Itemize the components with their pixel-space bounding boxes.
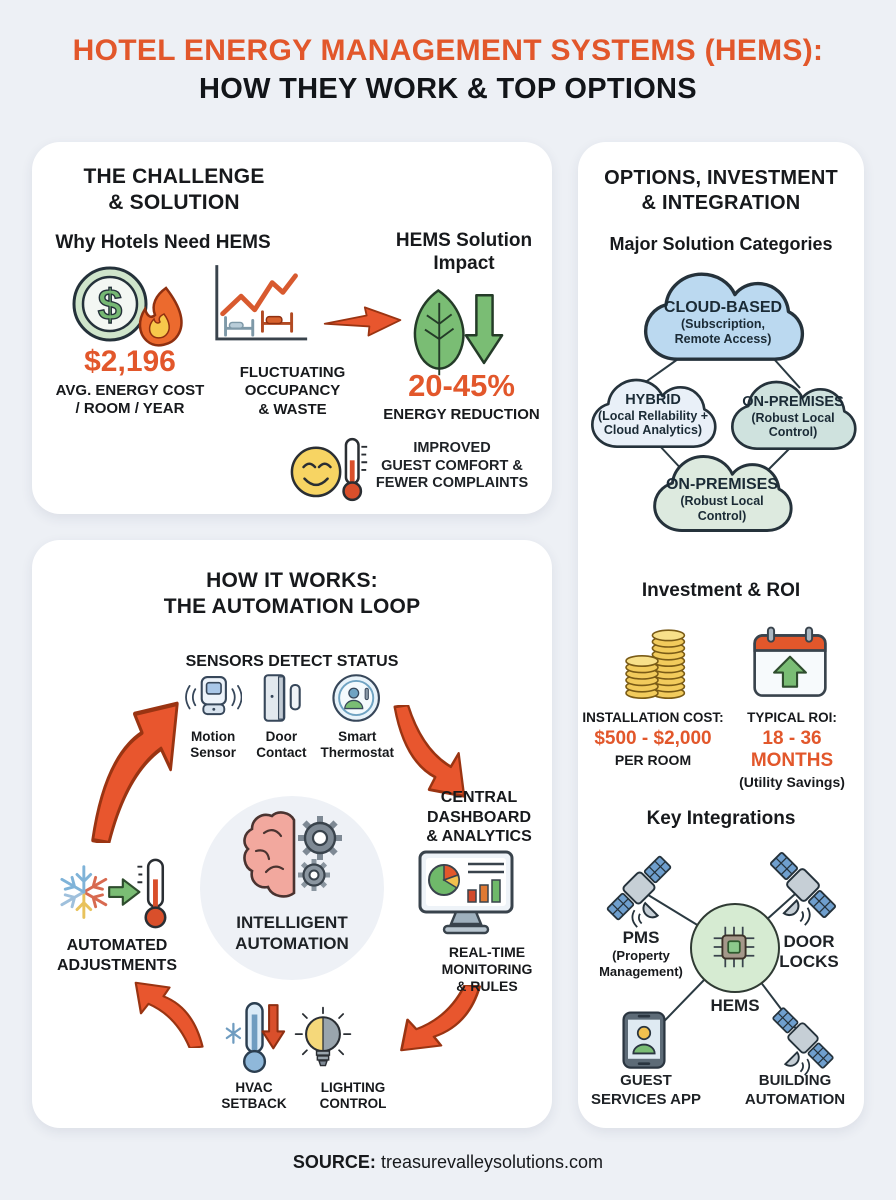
- svg-text:$: $: [98, 281, 122, 330]
- monitoring-label: REAL-TIME MONITORING & RULES: [441, 944, 533, 994]
- hybrid-cloud-text: HYBRID (Local Rellability + Cloud Analyt…: [586, 392, 720, 437]
- occupancy-chart-icon: [215, 265, 308, 341]
- fluctuating-label: FLUCTUATING OCCUPANCY & WASTE: [239, 364, 346, 418]
- building-automation-satellite-icon: [762, 1000, 844, 1076]
- impact-title: HEMS Solution Impact: [395, 230, 533, 274]
- challenge-heading: THE CHALLENGE & SOLUTION: [83, 165, 265, 215]
- integrations-title: Key Integrations: [646, 808, 796, 829]
- energy-cost-icon: $: [72, 266, 183, 347]
- cloud-based-name: CLOUD-BASED: [663, 299, 783, 316]
- installation-value: $500 - $2,000: [594, 728, 712, 750]
- loop-arrow-bottom-right-icon: [397, 985, 485, 1053]
- hvac-label: HVAC SETBACK: [221, 1080, 287, 1112]
- automated-adjustments-icon: [60, 858, 167, 929]
- pms-text: PMS (Property Management): [580, 928, 702, 979]
- adjustments-label: AUTOMATED ADJUSTMENTS: [56, 937, 177, 974]
- why-hotels-title: Why Hotels Need HEMS: [55, 232, 271, 253]
- on-premises-bottom-name: ON-PREMISES: [665, 476, 778, 493]
- reduction-caption: ENERGY REDUCTION: [383, 405, 540, 423]
- sensor-thermostat: Smart Thermostat: [320, 672, 394, 761]
- energy-reduction-leaf-icon: [413, 289, 504, 376]
- cloud-connectors: [639, 358, 801, 475]
- page-title: HOTEL ENERGY MANAGEMENT SYSTEMS (HEMS): …: [0, 34, 896, 106]
- installation-stat: INSTALLATION COST: $500 - $2,000 PER ROO…: [578, 710, 728, 769]
- cost-stat: $2,196 AVG. ENERGY COST / ROOM / YEAR: [36, 346, 224, 418]
- cost-value: $2,196: [84, 345, 176, 378]
- sensors-row: Motion Sensor Door Contact: [184, 672, 394, 761]
- options-card: OPTIONS, INVESTMENT & INTEGRATION Major …: [578, 142, 864, 1128]
- smart-thermostat-icon: [332, 674, 381, 722]
- door-locks-label: DOOR LOCKS: [779, 932, 839, 972]
- coins-icon: [625, 629, 686, 699]
- dashboard-label: CENTRAL DASHBOARD & ANALYTICS: [426, 789, 532, 846]
- roi-caption: (Utility Savings): [739, 774, 845, 791]
- pms-label: PMS: [622, 928, 660, 947]
- page-title-line2: HOW THEY WORK & TOP OPTIONS: [199, 73, 697, 105]
- integration-connectors: [639, 885, 805, 1043]
- hems-hub-circle: [690, 903, 780, 993]
- roi-calendar-icon: [753, 626, 827, 697]
- door-locks-satellite-icon: [760, 844, 846, 926]
- pms-sub: (Property Management): [599, 948, 683, 979]
- sensor-door: Door Contact: [252, 672, 310, 761]
- comfort-label: IMPROVED GUEST COMFORT & FEWER COMPLAINT…: [375, 440, 529, 492]
- motion-sensor-icon: [185, 676, 243, 716]
- loop-arrow-down-right-icon: [390, 705, 468, 800]
- challenge-card: THE CHALLENGE & SOLUTION Why Hotels Need…: [32, 142, 552, 514]
- loop-arrow-up-left-icon: [87, 698, 182, 843]
- installation-caption: PER ROOM: [614, 752, 692, 769]
- roi-stat: TYPICAL ROI: 18 - 36 MONTHS (Utility Sav…: [720, 710, 864, 791]
- hybrid-name: HYBRID: [625, 392, 681, 408]
- on-premises-right-text: ON-PREMISES (Robust Local Control): [726, 394, 860, 439]
- lighting-control-icon: [294, 1006, 352, 1067]
- options-heading: OPTIONS, INVESTMENT & INTEGRATION: [604, 167, 838, 214]
- intelligent-automation-circle: INTELLIGENT AUTOMATION: [200, 796, 384, 980]
- categories-title: Major Solution Categories: [609, 234, 833, 254]
- center-label: INTELLIGENT AUTOMATION: [235, 913, 349, 954]
- dashboard-monitor-icon: [418, 850, 514, 935]
- on-premises-right-detail: (Robust Local Control): [751, 410, 835, 440]
- reduction-value: 20-45%: [408, 368, 515, 403]
- sensor-motion: Motion Sensor: [184, 672, 243, 761]
- cloud-based-text: CLOUD-BASED (Subscription, Remote Access…: [638, 299, 808, 346]
- hybrid-detail: (Local Rellability + Cloud Analytics): [597, 408, 709, 438]
- installation-label: INSTALLATION COST:: [582, 710, 724, 725]
- roi-label: TYPICAL ROI:: [747, 710, 837, 725]
- building-automation-label: BUILDING AUTOMATION: [744, 1072, 846, 1108]
- motion-sensor-label: Motion Sensor: [190, 729, 236, 761]
- loop-heading: HOW IT WORKS: THE AUTOMATION LOOP: [163, 569, 421, 619]
- lighting-label: LIGHTING CONTROL: [319, 1080, 387, 1112]
- guest-comfort-icon: [290, 437, 368, 502]
- door-contact-icon: [264, 674, 302, 722]
- automation-loop-card: HOW IT WORKS: THE AUTOMATION LOOP SENSOR…: [32, 540, 552, 1128]
- source-label: SOURCE:: [292, 1152, 376, 1172]
- on-premises-bottom-detail: (Robust Local Control): [680, 494, 764, 523]
- on-premises-bottom-text: ON-PREMISES (Robust Local Control): [648, 476, 796, 523]
- hvac-setback-icon: [225, 1002, 286, 1074]
- door-contact-label: Door Contact: [256, 729, 307, 761]
- source-value: treasurevalleysolutions.com: [380, 1152, 604, 1172]
- cost-caption: AVG. ENERGY COST / ROOM / YEAR: [55, 381, 205, 417]
- roi-value: 18 - 36 MONTHS: [750, 728, 834, 772]
- page-title-line1: HOTEL ENERGY MANAGEMENT SYSTEMS (HEMS):: [72, 34, 824, 67]
- loop-arrow-bottom-left-icon: [132, 980, 207, 1048]
- on-premises-right-name: ON-PREMISES: [742, 394, 844, 410]
- hems-chip-icon: [713, 926, 755, 968]
- reduction-stat: 20-45% ENERGY REDUCTION: [374, 368, 549, 424]
- guest-app-label: GUEST SERVICES APP: [590, 1072, 702, 1108]
- investment-title: Investment & ROI: [641, 580, 801, 601]
- pms-satellite-icon: [598, 848, 680, 928]
- hems-label: HEMS: [710, 996, 760, 1015]
- cloud-based-detail: (Subscription, Remote Access): [674, 317, 772, 346]
- guest-app-phone-icon: [622, 1011, 666, 1069]
- smart-thermostat-label: Smart Thermostat: [320, 729, 394, 761]
- brain-gears-icon: [243, 811, 342, 898]
- solution-arrow-icon: [323, 306, 402, 337]
- source-line: SOURCE: treasurevalleysolutions.com: [0, 1152, 896, 1173]
- sensors-title: SENSORS DETECT STATUS: [185, 653, 399, 670]
